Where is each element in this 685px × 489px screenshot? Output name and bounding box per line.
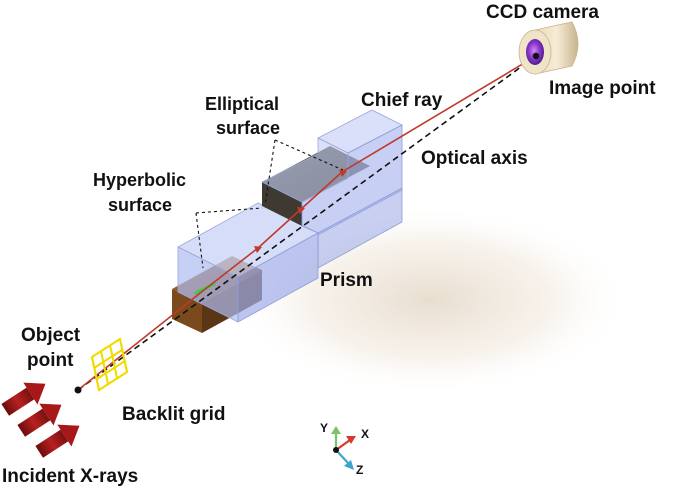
xray-arrow-1 [1, 382, 46, 416]
xray-arrow-2 [17, 403, 62, 437]
axes-triad: Y X Z [320, 421, 369, 477]
prism-lower-side [237, 232, 319, 323]
axis-label-z: Z [356, 463, 363, 477]
chief-ray-arrowhead-2 [297, 207, 305, 214]
label-object-line1: Object [21, 325, 81, 346]
hyperbolic-mirror-block [172, 202, 319, 333]
label-backlit-grid: Backlit grid [122, 404, 225, 425]
label-optical-axis: Optical axis [421, 148, 528, 169]
label-chief-ray: Chief ray [361, 90, 443, 111]
ccd-camera [518, 21, 579, 75]
label-hyperbolic-line2: surface [108, 195, 172, 215]
prism-middle-side [317, 187, 403, 269]
label-image-point: Image point [549, 78, 656, 99]
axis-label-x: X [361, 427, 369, 441]
label-ccd-camera: CCD camera [486, 2, 599, 23]
dark-mirror-front [262, 182, 302, 226]
camera-lens [526, 39, 544, 65]
label-elliptical-line1: Elliptical [205, 94, 279, 114]
label-hyperbolic-line1: Hyperbolic [93, 170, 186, 190]
leader-lines [195, 139, 344, 269]
optical-axis-line [77, 55, 537, 391]
chief-ray-arrowhead-1 [254, 246, 262, 253]
chief-ray-path [77, 55, 537, 391]
elliptical-mirror-block [261, 109, 403, 269]
axis-label-y: Y [320, 421, 328, 435]
label-incident-xrays: Incident X-rays [2, 466, 138, 487]
xray-arrows [1, 382, 80, 458]
label-prism: Prism [320, 270, 373, 291]
xray-arrow-3 [35, 424, 80, 458]
backlit-grid [90, 337, 129, 392]
image-point-dot [532, 52, 540, 60]
label-object-line2: point [27, 350, 74, 371]
chief-ray-arrowhead-3 [339, 170, 347, 177]
label-elliptical-line2: surface [216, 118, 280, 138]
object-point-dot [74, 386, 82, 394]
